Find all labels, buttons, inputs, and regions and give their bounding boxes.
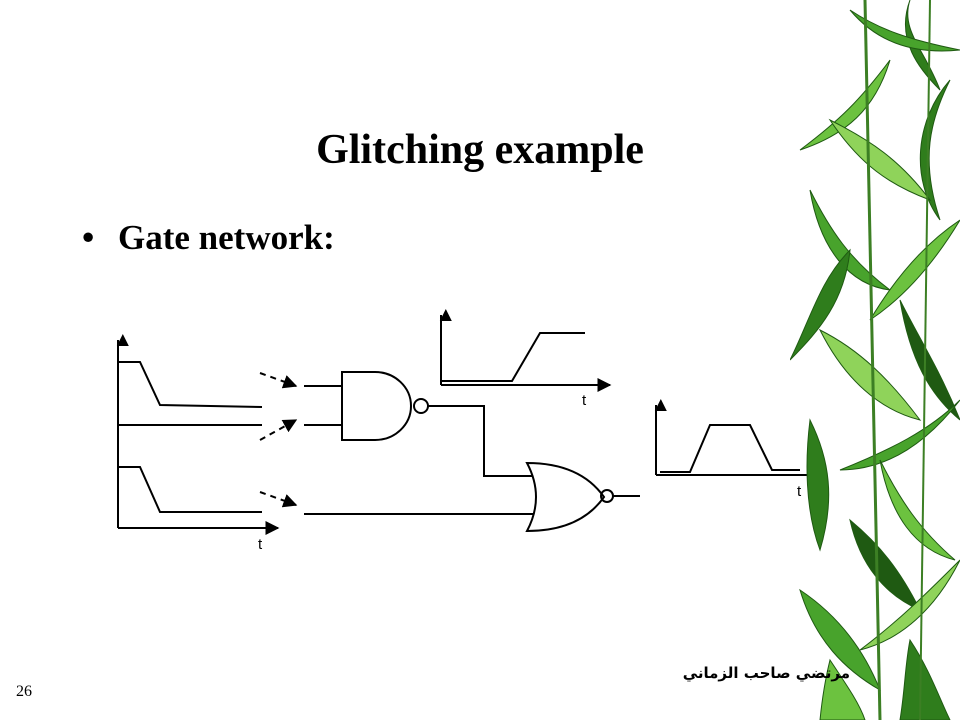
nor-waveform bbox=[660, 424, 800, 473]
slide-title: Glitching example bbox=[316, 127, 644, 173]
page-number: 26 bbox=[16, 683, 32, 700]
nand-waveform bbox=[441, 332, 585, 382]
bullet-symbol: • bbox=[82, 218, 95, 257]
nand-output-waveform bbox=[439, 309, 612, 392]
arrow-icon bbox=[259, 419, 298, 441]
bamboo-leaves-decoration bbox=[790, 0, 960, 720]
arrow-icon bbox=[259, 491, 298, 508]
input-axis-time-label: t bbox=[258, 536, 263, 553]
bullet-item: • Gate network: bbox=[82, 218, 335, 258]
nor-axis-time-label: t bbox=[797, 483, 802, 500]
author-name: مرتضي صاحب الزماني bbox=[682, 664, 850, 682]
inverter-bubble-icon bbox=[413, 398, 429, 414]
nand-axis-time-label: t bbox=[582, 392, 587, 409]
nand-gate-icon bbox=[341, 371, 412, 441]
nor-output-waveform bbox=[654, 399, 826, 482]
bullet-text: Gate network: bbox=[118, 218, 335, 257]
input-waveforms bbox=[116, 334, 280, 535]
nor-gate-icon bbox=[525, 461, 606, 533]
wire-nand-to-nor bbox=[428, 405, 532, 477]
signal-arrows bbox=[259, 372, 298, 508]
input-waveform-a bbox=[118, 361, 263, 408]
input-waveform-c bbox=[118, 466, 262, 513]
arrow-icon bbox=[259, 372, 298, 389]
